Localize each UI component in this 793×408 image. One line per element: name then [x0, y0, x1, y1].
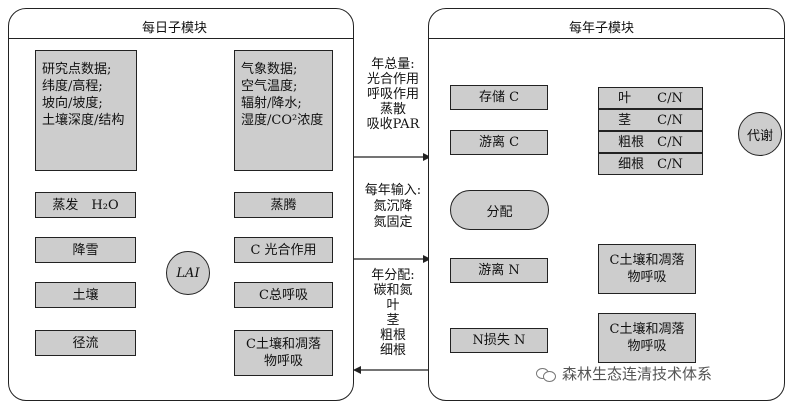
photosynthesis-box: C 光合作用: [234, 237, 333, 263]
site-data-line: 研究点数据;: [42, 62, 112, 77]
annual-totals-label: 年总量: 光合作用 呼吸作用 蒸散 吸收PAR: [355, 57, 431, 132]
annual-totals-line: 蒸散: [379, 102, 406, 117]
weather-data-line: 气象数据;: [241, 62, 298, 77]
soil-litter-respiration-box: C土壤和凋落物呼吸: [234, 330, 333, 376]
soil-litter-respiration-box-upper: C土壤和凋落物呼吸: [598, 244, 696, 294]
organ-leaf-box: 叶 C/N: [598, 87, 703, 109]
annual-title-divider: [429, 38, 784, 39]
labile-c-box: 游离 C: [450, 130, 548, 155]
annual-allocation-line: 茎: [386, 313, 400, 328]
annual-allocation-line: 碳和氮: [373, 283, 413, 298]
site-data-line: 坡向/坡度;: [42, 96, 103, 111]
annual-inputs-line: 氮沉降: [373, 199, 413, 214]
stored-c-box: 存储 C: [450, 85, 548, 110]
watermark: 森林生态连清技术体系: [536, 363, 712, 384]
annual-totals-line: 光合作用: [366, 72, 419, 87]
evaporation-box: 蒸发 H₂O: [35, 192, 136, 218]
weather-data-line: 湿度/CO²浓度: [241, 113, 324, 128]
annual-allocation-line: 年分配:: [371, 268, 415, 283]
transpiration-box: 蒸腾: [234, 192, 333, 218]
site-data-line: 纬度/高程;: [42, 79, 103, 94]
labile-n-box: 游离 N: [450, 258, 548, 283]
watermark-text: 森林生态连清技术体系: [562, 365, 713, 383]
soil-box: 土壤: [35, 282, 136, 308]
site-data-line: 土壤深度/结构: [42, 113, 125, 128]
snowfall-box: 降雪: [35, 237, 136, 263]
weather-data-line: 空气温度;: [241, 79, 298, 94]
lai-node: LAI: [166, 251, 210, 295]
n-loss-box: N损失 N: [450, 328, 548, 353]
annual-allocation-line: 叶: [386, 298, 400, 313]
chat-bubble-icon: [536, 366, 556, 382]
soil-litter-respiration-box-lower: C土壤和凋落物呼吸: [598, 313, 696, 363]
daily-submodule-title: 每日子模块: [142, 21, 208, 36]
annual-totals-line: 年总量:: [371, 57, 415, 72]
annual-inputs-label: 每年输入: 氮沉降 氮固定: [355, 183, 431, 231]
annual-inputs-line: 每年输入:: [364, 183, 422, 198]
site-data-box: 研究点数据; 纬度/高程; 坡向/坡度; 土壤深度/结构: [35, 50, 137, 171]
organ-stem-box: 茎 C/N: [598, 109, 703, 131]
total-respiration-box: C总呼吸: [234, 282, 333, 308]
organ-coarse-root-box: 粗根 C/N: [598, 131, 703, 153]
weather-data-line: 辐射/降水;: [241, 96, 302, 111]
runoff-box: 径流: [35, 330, 136, 356]
annual-allocation-label: 年分配: 碳和氮 叶 茎 粗根 细根: [355, 268, 431, 358]
annual-totals-line: 吸收PAR: [366, 117, 420, 132]
organ-fine-root-box: 细根 C/N: [598, 153, 703, 175]
metabolism-node: 代谢: [738, 112, 782, 156]
annual-submodule-title: 每年子模块: [569, 21, 635, 36]
daily-title-divider: [9, 38, 353, 39]
allocation-node: 分配: [450, 190, 549, 230]
annual-allocation-line: 细根: [379, 343, 406, 358]
annual-totals-line: 呼吸作用: [366, 87, 419, 102]
annual-allocation-line: 粗根: [379, 328, 406, 343]
weather-data-box: 气象数据; 空气温度; 辐射/降水; 湿度/CO²浓度: [234, 50, 333, 171]
annual-inputs-line: 氮固定: [373, 215, 413, 230]
